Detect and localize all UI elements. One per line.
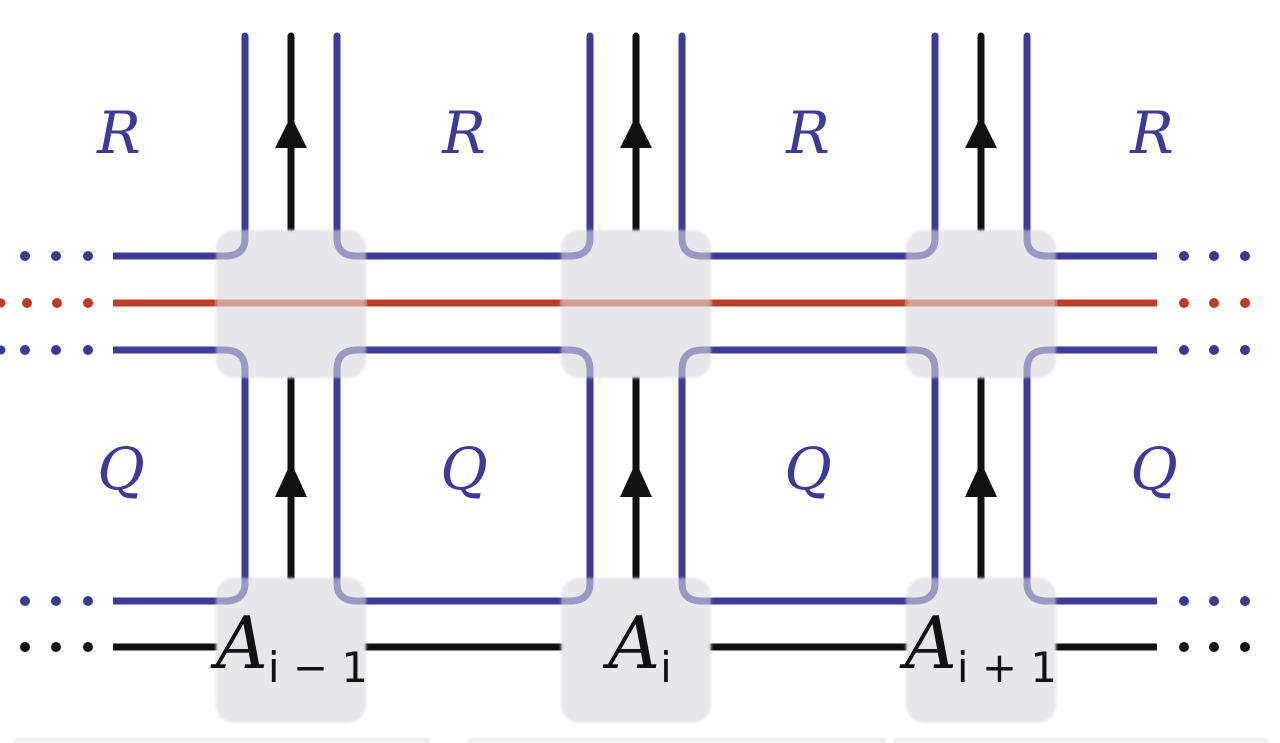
dot bbox=[1240, 596, 1250, 606]
leg-curve bbox=[557, 573, 594, 605]
tensor-label-base: A bbox=[210, 601, 268, 685]
tensor-label-subscript: i + 1 bbox=[957, 643, 1057, 692]
dot bbox=[1179, 642, 1189, 652]
tensor-label-3: Ai + 1 bbox=[899, 601, 1057, 692]
leg-curve bbox=[902, 573, 939, 605]
mps-tensor-box-3 bbox=[906, 578, 1056, 723]
continuation-dots-lower-right bbox=[1179, 596, 1250, 652]
dot bbox=[1209, 596, 1219, 606]
leg-curve bbox=[212, 346, 249, 383]
region-label-Q-4: Q bbox=[1130, 435, 1178, 503]
dot bbox=[22, 298, 32, 308]
dot bbox=[1179, 251, 1189, 261]
mps-box-leg-curves bbox=[212, 573, 1060, 605]
leg-curve bbox=[1023, 573, 1060, 605]
leg-curve bbox=[557, 346, 594, 383]
dot bbox=[51, 596, 61, 606]
dot bbox=[1179, 298, 1189, 308]
box-3-leg-curves bbox=[902, 225, 1060, 383]
dot bbox=[1240, 251, 1250, 261]
tensor-label-base: A bbox=[899, 601, 957, 685]
tensor-label-subscript: i bbox=[660, 643, 672, 692]
tensor-label-1: Ai − 1 bbox=[210, 601, 368, 692]
upper-region-labels: R R R R bbox=[96, 99, 1174, 167]
up-arrow-icon bbox=[965, 462, 997, 497]
dot bbox=[51, 345, 61, 355]
up-arrow-icon bbox=[620, 116, 652, 148]
leg-curve bbox=[1023, 346, 1060, 383]
leg-curve bbox=[1023, 225, 1060, 260]
lower-region-labels: Q Q Q Q bbox=[97, 435, 1178, 503]
up-arrow-icon bbox=[275, 116, 307, 148]
mps-tensor-box-2 bbox=[561, 578, 711, 723]
dot bbox=[83, 298, 93, 308]
arrowheads bbox=[275, 116, 997, 497]
continuation-dots-upper-left bbox=[0, 251, 93, 355]
box-1-leg-curves bbox=[212, 225, 370, 383]
dot bbox=[0, 345, 6, 355]
transfer-tensor-box-1 bbox=[216, 230, 366, 378]
leg-curve bbox=[678, 346, 715, 383]
column-3-legs bbox=[931, 32, 1031, 586]
region-label-R-4: R bbox=[1129, 99, 1174, 167]
region-label-R-2: R bbox=[441, 99, 486, 167]
region-label-R-1: R bbox=[96, 99, 141, 167]
up-arrow-icon bbox=[965, 116, 997, 148]
dot bbox=[20, 642, 30, 652]
leg-curve bbox=[333, 573, 370, 605]
dot bbox=[1179, 345, 1189, 355]
caption-fragment bbox=[468, 738, 886, 743]
cropped-caption-strip bbox=[15, 738, 1268, 743]
tensor-label-base: A bbox=[602, 601, 660, 685]
dot bbox=[83, 251, 93, 261]
caption-fragment bbox=[894, 738, 1268, 743]
dot bbox=[52, 298, 62, 308]
dot bbox=[1179, 596, 1189, 606]
mps-tensor-box-1 bbox=[216, 578, 366, 723]
dot bbox=[51, 251, 61, 261]
dot bbox=[1209, 642, 1219, 652]
region-label-Q-1: Q bbox=[97, 435, 145, 503]
leg-curve bbox=[678, 225, 715, 260]
leg-curve bbox=[902, 346, 939, 383]
region-label-Q-3: Q bbox=[784, 435, 832, 503]
leg-curve bbox=[333, 346, 370, 383]
leg-curve bbox=[333, 225, 370, 260]
caption-fragment bbox=[15, 738, 430, 743]
box-2-leg-curves bbox=[557, 225, 715, 383]
transfer-boxes bbox=[216, 230, 1056, 723]
transfer-tensor-box-3 bbox=[906, 230, 1056, 378]
dot bbox=[0, 298, 6, 308]
leg-curve bbox=[212, 225, 249, 260]
dot bbox=[1209, 251, 1219, 261]
leg-curve bbox=[557, 225, 594, 260]
leg-curve bbox=[678, 573, 715, 605]
up-arrow-icon bbox=[275, 462, 307, 497]
dot bbox=[1209, 345, 1219, 355]
continuation-dots-lower-left bbox=[20, 596, 93, 652]
dot bbox=[83, 596, 93, 606]
leg-curve bbox=[212, 573, 249, 605]
dot bbox=[20, 596, 30, 606]
tensor-label-2: Ai bbox=[602, 601, 672, 692]
dot bbox=[1240, 345, 1250, 355]
transfer-tensor-box-2 bbox=[561, 230, 711, 378]
dot bbox=[51, 642, 61, 652]
dot bbox=[20, 345, 30, 355]
dot bbox=[1240, 298, 1250, 308]
dot bbox=[1240, 642, 1250, 652]
region-label-R-3: R bbox=[785, 99, 830, 167]
tensor-labels: Ai − 1 Ai Ai + 1 bbox=[210, 601, 1057, 692]
column-1-legs bbox=[241, 32, 341, 586]
dot bbox=[83, 642, 93, 652]
leg-curve bbox=[902, 225, 939, 260]
dot bbox=[83, 345, 93, 355]
region-label-Q-2: Q bbox=[440, 435, 488, 503]
dot bbox=[20, 251, 30, 261]
continuation-dots-upper-right bbox=[1179, 251, 1250, 355]
up-arrow-icon bbox=[620, 462, 652, 497]
dot bbox=[1209, 298, 1219, 308]
tensor-label-subscript: i − 1 bbox=[268, 643, 368, 692]
